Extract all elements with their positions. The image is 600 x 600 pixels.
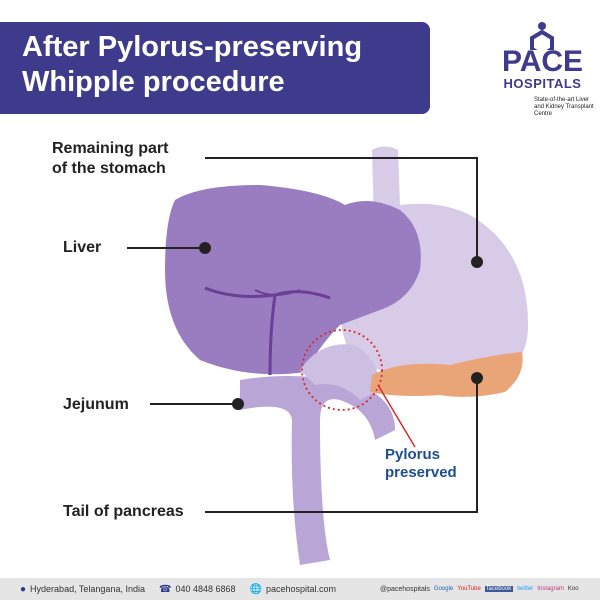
pylorus-marker <box>301 329 383 411</box>
social-google[interactable]: Google <box>433 586 454 592</box>
globe-icon: 🌐 <box>249 583 262 595</box>
phone-icon: ☎ <box>158 583 172 595</box>
footer-website[interactable]: pacehospital.com <box>265 584 336 594</box>
social-youtube[interactable]: YouTube <box>457 586 481 592</box>
label-jejunum: Jejunum <box>63 396 129 413</box>
label-pylorus: Pylorus preserved <box>385 446 457 482</box>
label-stomach-line2: of the stomach <box>52 160 166 177</box>
title-line-2: Whipple procedure <box>22 66 285 98</box>
label-pancreas: Tail of pancreas <box>63 503 184 520</box>
title-line-1: After Pylorus-preserving <box>22 31 363 63</box>
label-pylorus-line1: Pylorus <box>385 446 441 463</box>
social-facebook[interactable]: facebook <box>484 586 514 592</box>
footer-handle: @pacehospitals <box>380 585 430 593</box>
footer: ● Hyderabad, Telangana, India ☎ 040 4848… <box>0 578 600 600</box>
pancreas-leader <box>205 378 478 513</box>
logo-sub: HOSPITALS <box>503 76 582 91</box>
social-koo[interactable]: Koo <box>567 586 579 592</box>
label-liver: Liver <box>63 239 102 256</box>
pancreas <box>370 352 523 397</box>
logo-tagline: State-of-the-art Liver and Kidney Transp… <box>534 97 594 117</box>
logo-name: PACE <box>501 45 584 78</box>
stomach <box>341 146 529 380</box>
pylorus-remnant <box>300 344 380 400</box>
footer-location: Hyderabad, Telangana, India <box>30 584 145 594</box>
footer-phone: 040 4848 6868 <box>175 584 236 594</box>
label-pylorus-line2: preserved <box>385 464 457 481</box>
social-instagram[interactable]: Instagram <box>537 586 564 592</box>
location-icon: ● <box>20 583 27 595</box>
liver <box>165 185 421 375</box>
jejunum <box>240 376 395 565</box>
bile-ducts <box>204 286 331 376</box>
social-twitter[interactable]: twitter <box>517 586 534 592</box>
page-title: After Pylorus-preserving Whipple procedu… <box>22 30 362 100</box>
pace-hospitals-logo: PACE HOSPITALS State-of-the-art Liver an… <box>490 20 595 117</box>
logo-mark-icon <box>530 22 554 50</box>
stomach-leader <box>205 157 478 262</box>
title-banner <box>0 22 430 114</box>
label-stomach-line1: Remaining part <box>52 140 169 157</box>
label-stomach: Remaining part of the stomach <box>52 139 168 179</box>
pylorus-pointer <box>377 384 416 448</box>
